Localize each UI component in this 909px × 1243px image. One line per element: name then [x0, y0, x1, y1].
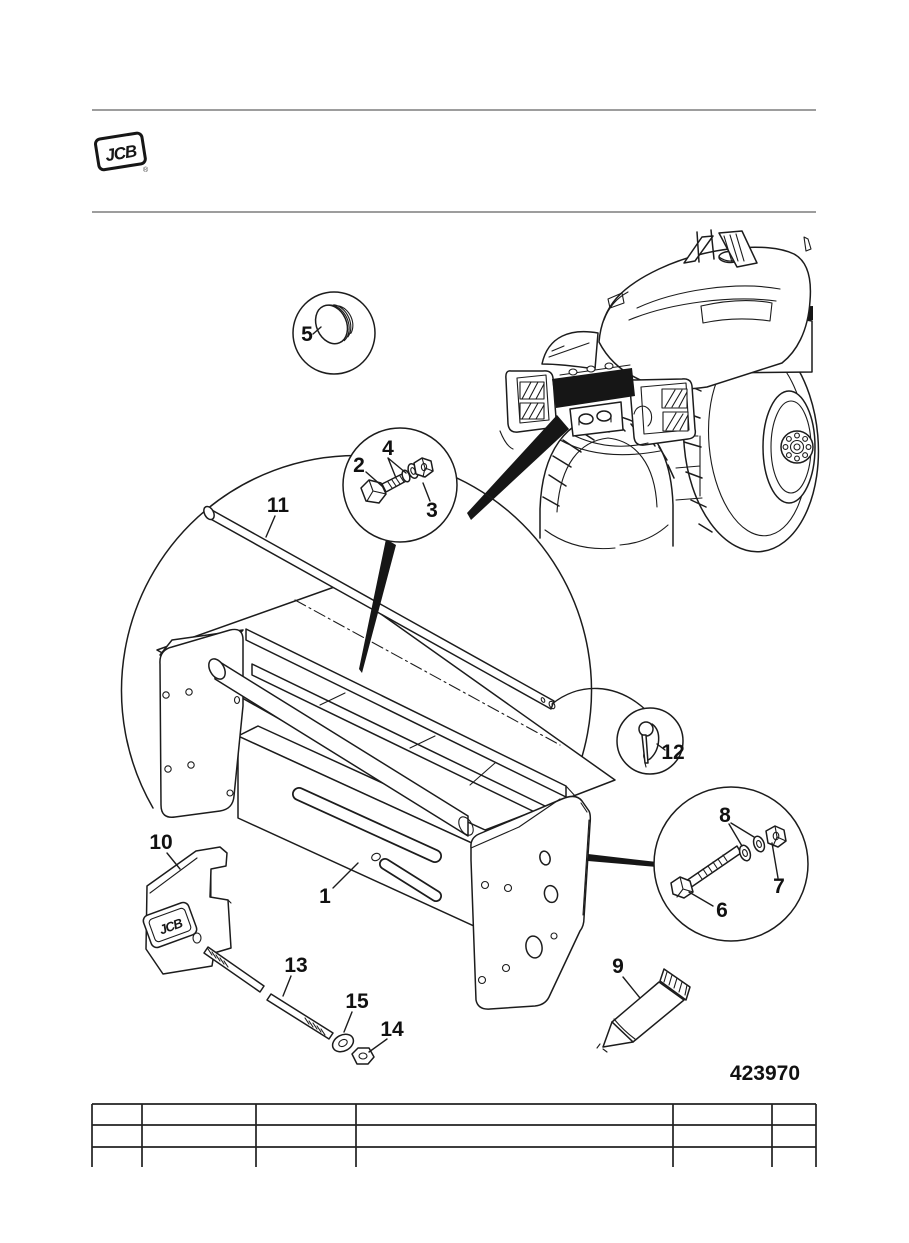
callout-label-1: 1: [319, 885, 331, 908]
frame-carrier-tube: [208, 658, 474, 837]
part-11-pin: [203, 505, 556, 710]
tractor-cab: [683, 229, 812, 268]
callout-label-9: 9: [612, 955, 624, 978]
callout-leader-lines: [166, 326, 779, 1053]
figure-number: 423970: [730, 1062, 800, 1085]
carrier-bolt: [568, 368, 578, 376]
part-13-stud: [203, 946, 334, 1040]
carrier-bolt: [604, 362, 614, 370]
callout-label-11: 11: [267, 494, 290, 517]
part-3-nut: [413, 457, 434, 478]
pointer-wedge-bolt-detail: [359, 539, 396, 673]
table-column-lines: [91, 1104, 817, 1167]
callout-label-4: 4: [382, 437, 394, 460]
part-6-bolt: [670, 845, 742, 899]
jcb-logo-text: JCB: [104, 141, 138, 165]
callout-label-12: 12: [661, 741, 684, 764]
pin-centreline: [294, 599, 561, 746]
frame-cross-braces: [319, 692, 496, 786]
exploded-view: JCB: [120, 454, 616, 1065]
tractor-front-fender: [541, 330, 599, 370]
detail-bubble-bolt-678: [653, 786, 809, 942]
carrier-bolt: [586, 365, 596, 373]
callout-label-10: 10: [149, 831, 172, 854]
callout-label-13: 13: [284, 954, 307, 977]
part-10-weight: JCB: [142, 846, 232, 975]
pointer-wedge-tractor: [467, 415, 569, 520]
leader-curve-pin-clip: [551, 687, 649, 713]
part-8-washers: [738, 835, 766, 862]
detail-bubble-plug: [292, 291, 376, 375]
callout-label-2: 2: [353, 454, 365, 477]
part-2-bolt: [360, 472, 409, 504]
tractor-illustration: [499, 229, 820, 553]
jcb-logo: JCB ®: [94, 131, 149, 174]
frame-left-end-plate: [159, 628, 244, 818]
detail-bubble-bolt-234: [342, 427, 458, 543]
frame-slots: [292, 787, 442, 902]
pointer-wedge-bolt-678: [588, 854, 657, 867]
callout-labels: 1 2 3 4 5 6 7 8 9 10 11 12 13 14 15: [149, 323, 785, 1041]
callout-label-15: 15: [345, 990, 369, 1013]
part-15-washer: [331, 1033, 355, 1053]
callout-label-8: 8: [719, 804, 731, 827]
callout-label-3: 3: [426, 499, 438, 522]
callout-label-5: 5: [301, 323, 313, 346]
tractor-weight-carrier-highlight: [552, 368, 635, 408]
part-9-adhesive-tube: [596, 968, 691, 1053]
frame-right-end-plate: [470, 795, 592, 1010]
callout-label-14: 14: [380, 1018, 404, 1041]
registered-mark: ®: [143, 166, 149, 174]
exhaust-tip: [803, 236, 812, 252]
part-7-nut: [765, 825, 787, 848]
front-bumper-right-loop: [629, 378, 697, 446]
tow-bracket: [569, 401, 624, 437]
front-bumper-left-loop: [505, 370, 557, 433]
detail-bubble-linch-pin: [616, 707, 684, 775]
underbody-lines: [499, 430, 661, 456]
callout-label-7: 7: [773, 875, 785, 898]
part-12-linch-pin: [638, 721, 660, 768]
parts-table: [91, 1103, 817, 1167]
callout-label-6: 6: [716, 899, 728, 922]
